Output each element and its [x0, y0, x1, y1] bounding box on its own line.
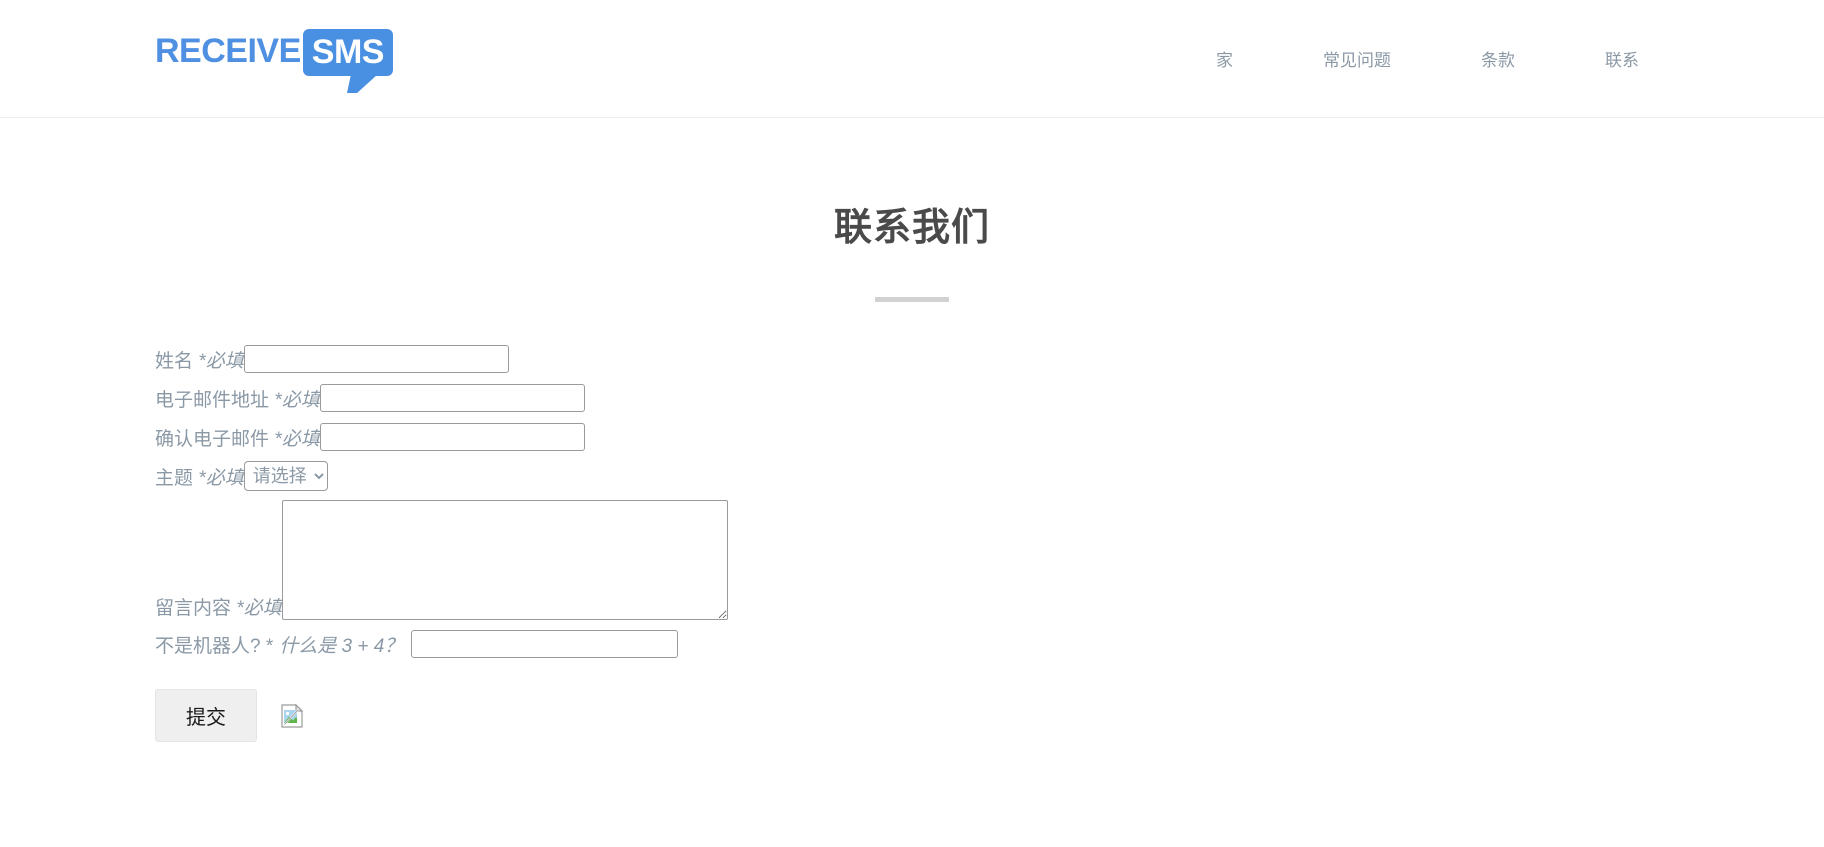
site-header: RECEIVE SMS 家 常见问题 条款 联系	[0, 0, 1824, 118]
label-email: 电子邮件地址 *必填	[155, 385, 320, 412]
form-row-confirm-email: 确认电子邮件 *必填	[155, 422, 855, 452]
form-row-email: 电子邮件地址 *必填	[155, 383, 855, 413]
submit-button[interactable]: 提交	[155, 689, 257, 742]
confirm-email-input[interactable]	[319, 423, 585, 451]
subject-select[interactable]: 请选择	[243, 461, 328, 491]
captcha-input[interactable]	[411, 630, 679, 658]
label-name-text: 姓名	[155, 350, 194, 372]
page-title-block: 联系我们	[0, 196, 1824, 302]
form-row-captcha: 不是机器人? * 什么是 3 + 4？	[155, 629, 855, 659]
captcha-question: 什么是 3 + 4？	[279, 635, 404, 657]
label-email-text: 电子邮件地址	[155, 389, 270, 411]
label-message: 留言内容 *必填	[155, 593, 282, 620]
label-email-required: *必填	[269, 389, 320, 411]
broken-image-icon	[281, 703, 304, 728]
label-message-required: *必填	[231, 598, 282, 619]
logo-receive-text: RECEIVE	[155, 31, 301, 70]
label-name-required: *必填	[193, 350, 244, 372]
form-row-name: 姓名 *必填	[155, 344, 855, 374]
logo-sms-text: SMS	[311, 32, 385, 71]
nav-item-faq[interactable]: 常见问题	[1323, 51, 1391, 70]
title-divider	[875, 297, 949, 302]
page-title: 联系我们	[833, 207, 990, 249]
form-row-submit: 提交	[155, 689, 855, 742]
form-row-message: 留言内容 *必填	[155, 500, 855, 620]
label-confirm-email-text: 确认电子邮件	[155, 428, 270, 450]
logo-speech-bubble-icon: SMS	[302, 28, 393, 76]
nav-item-home[interactable]: 家	[1216, 51, 1233, 70]
label-subject-required: *必填	[193, 467, 244, 489]
nav-item-contact[interactable]: 联系	[1605, 51, 1639, 70]
label-message-text: 留言内容	[155, 598, 232, 619]
message-textarea[interactable]	[281, 500, 728, 620]
contact-form: 姓名 *必填 电子邮件地址 *必填 确认电子邮件 *必填 主题 *必填 请选择 …	[155, 344, 855, 742]
label-captcha: 不是机器人? *	[155, 635, 274, 657]
label-subject: 主题 *必填	[155, 463, 244, 490]
site-logo[interactable]: RECEIVE SMS	[155, 28, 393, 89]
name-input[interactable]	[243, 345, 509, 373]
label-subject-text: 主题	[155, 467, 194, 489]
label-confirm-email-required: *必填	[269, 428, 320, 450]
form-row-subject: 主题 *必填 请选择	[155, 461, 855, 491]
main-navigation: 家 常见问题 条款 联系	[1171, 36, 1684, 81]
label-confirm-email: 确认电子邮件 *必填	[155, 424, 320, 451]
email-input[interactable]	[319, 384, 585, 412]
label-name: 姓名 *必填	[155, 346, 244, 373]
nav-item-terms[interactable]: 条款	[1481, 51, 1515, 70]
